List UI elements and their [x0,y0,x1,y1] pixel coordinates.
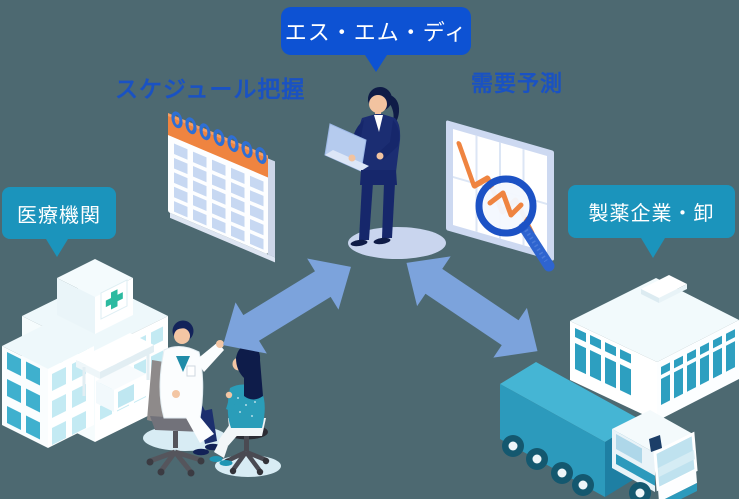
smd-label: エス・エム・ディ [284,20,468,45]
medical-institution-label: 医療機関 [17,204,101,227]
calendar-illustration [168,111,275,263]
truck-wheels [502,435,594,496]
office-building-illustration [570,275,739,421]
bubble-tail [46,239,68,257]
bubble-tail [641,238,665,258]
truck-mirror [649,435,662,452]
doctor [159,320,224,456]
bubble-tail [365,55,387,72]
smd-label-bubble: エス・エム・ディ [281,7,471,72]
pharma-wholesale-label-bubble: 製薬企業・卸 [568,185,735,258]
green-cross-sign [100,279,128,320]
magnifier-icon [475,175,555,272]
demand-heading: 需要予測 [471,71,564,96]
consultation-illustration [143,320,281,477]
demand-chart-illustration [446,120,555,272]
delivery-truck-illustration [500,362,698,499]
smd-person-illustration [324,87,446,259]
truck-cab [612,410,698,499]
patient [209,345,266,466]
exchange-arrow-left [223,258,351,354]
schedule-heading: スケジュール把握 [115,76,306,102]
exchange-arrows [223,256,538,358]
hospital-tower [57,259,133,334]
hospital-entrance [76,333,154,412]
hospital-illustration [2,259,168,448]
medical-institution-label-bubble: 医療機関 [2,187,116,257]
calendar-cells [174,143,264,250]
exchange-arrow-right [406,256,538,358]
hospital-left-wing [2,323,94,448]
pharma-wholesale-label: 製薬企業・卸 [588,203,715,225]
calendar-rings [171,111,267,164]
